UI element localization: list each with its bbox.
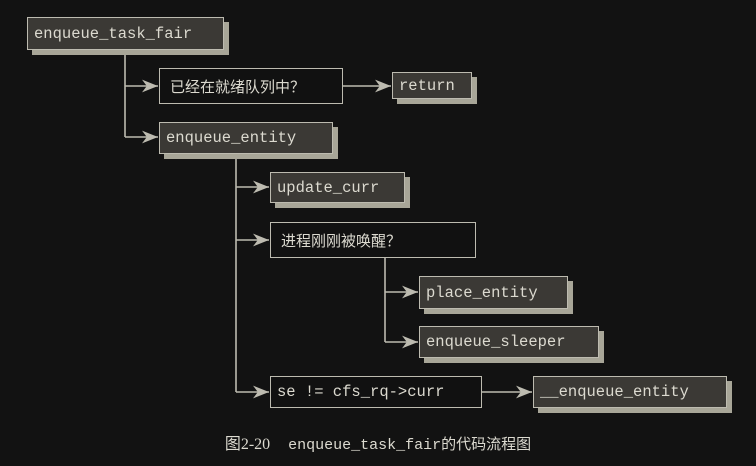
node-label: place_entity <box>426 283 538 302</box>
decision-already-queued: 已经在就绪队列中？ <box>159 68 343 104</box>
node-update-curr: update_curr <box>270 172 405 203</box>
node-place-entity: place_entity <box>419 276 568 309</box>
node-return: return <box>392 72 472 99</box>
node-enqueue-task-fair: enqueue_task_fair <box>27 17 224 50</box>
node-enqueue-sleeper: enqueue_sleeper <box>419 326 599 358</box>
decision-se-not-curr: se != cfs_rq->curr <box>270 376 482 408</box>
node-label: __enqueue_entity <box>540 383 689 401</box>
node-label: enqueue_task_fair <box>34 24 193 43</box>
node-label: 已经在就绪队列中？ <box>170 77 306 96</box>
figure-number: 图2-20 <box>224 436 271 453</box>
figure-title: enqueue_task_fair的代码流程图 <box>288 437 532 454</box>
node-__enqueue-entity: __enqueue_entity <box>533 376 727 408</box>
node-label: se != cfs_rq->curr <box>277 383 445 401</box>
figure-caption: 图2-20 enqueue_task_fair的代码流程图 <box>0 430 756 454</box>
node-enqueue-entity: enqueue_entity <box>159 122 333 154</box>
decision-just-woken: 进程刚刚被唤醒？ <box>270 222 476 258</box>
node-label: update_curr <box>277 178 380 197</box>
node-label: enqueue_entity <box>166 129 297 147</box>
node-label: 进程刚刚被唤醒？ <box>281 231 402 250</box>
node-label: enqueue_sleeper <box>426 333 566 351</box>
node-label: return <box>399 76 455 95</box>
